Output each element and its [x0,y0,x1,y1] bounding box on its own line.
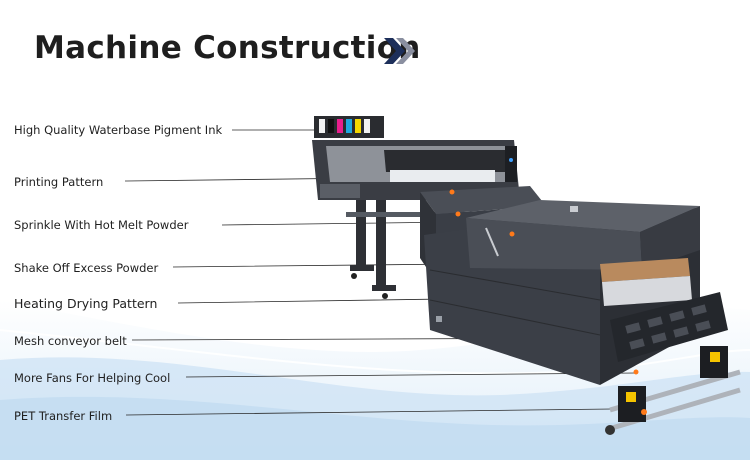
fan-panel [610,292,728,375]
dryer-body [424,200,700,385]
ink-tank [314,116,384,138]
callout-mesh-label: Mesh conveyor belt [14,334,127,348]
callout-powder-label: Sprinkle With Hot Melt Powder [14,218,189,232]
callout-pet-label: PET Transfer Film [14,409,113,423]
callout-printing-label: Printing Pattern [14,175,104,189]
callout-fans-label: More Fans For Helping Cool [14,371,171,385]
printer-stand [346,200,476,299]
callout-shake-label: Shake Off Excess Powder [14,261,159,275]
callout-heating-label: Heating Drying Pattern [14,296,158,311]
page-title: Machine Construction [34,30,421,66]
take-up-roller [605,346,741,435]
printer-body [312,140,520,200]
callout-ink-label: High Quality Waterbase Pigment Ink [14,123,223,137]
chevron-right-icon [384,38,415,64]
